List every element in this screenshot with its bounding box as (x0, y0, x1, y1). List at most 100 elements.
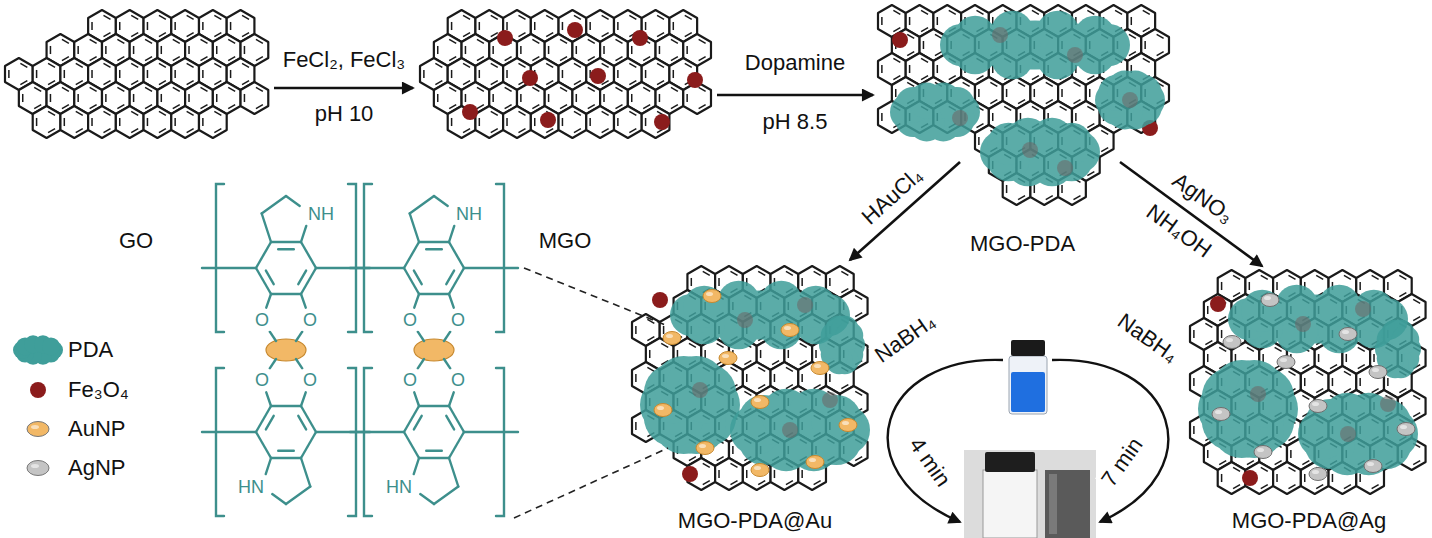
double-bond (1359, 378, 1361, 386)
double-bond (829, 278, 831, 286)
particle-shine (706, 292, 713, 296)
double-bond (774, 470, 776, 478)
double-bond (643, 57, 650, 61)
double-bond (881, 113, 883, 121)
polymer-link (350, 431, 404, 433)
condition-label: NaBH₄ (868, 307, 941, 369)
covered-fe3o4 (1355, 301, 1371, 317)
node-label: MGO-PDA@Au (630, 508, 880, 533)
bond-line (271, 405, 301, 407)
double-bond (491, 15, 498, 19)
double-bond (602, 63, 609, 67)
double-bond (1276, 282, 1278, 290)
double-bond (774, 374, 776, 382)
double-bond (786, 385, 793, 389)
double-bond (1219, 317, 1226, 321)
double-bond (1413, 413, 1420, 417)
double-bond (602, 129, 609, 133)
double-bond (451, 70, 453, 78)
double-bond (1143, 28, 1150, 32)
double-bond (588, 105, 595, 109)
double-bond (671, 57, 678, 61)
double-bond (62, 87, 69, 91)
double-bond (506, 22, 508, 30)
covered-fe3o4 (1250, 386, 1266, 402)
double-bond (200, 105, 207, 109)
double-bond (449, 39, 456, 43)
pda-coating (1298, 393, 1418, 475)
silver-nanoparticle (1277, 356, 1295, 369)
particle-body (1397, 423, 1415, 436)
double-bond (935, 34, 942, 38)
bond-line (449, 242, 464, 268)
double-bond (976, 76, 983, 80)
cloud-lobe (1392, 326, 1420, 354)
double-bond (909, 17, 911, 25)
double-bond (689, 343, 696, 347)
double-bond (937, 17, 939, 25)
double-bond (91, 70, 93, 78)
zoom-line (524, 268, 668, 326)
double-bond (881, 17, 883, 25)
gold-nanoparticle (266, 339, 306, 361)
double-bond (758, 367, 765, 371)
particle-shine (754, 398, 761, 402)
double-bond (673, 22, 675, 30)
double-bond (173, 39, 180, 43)
double-bond (717, 457, 724, 461)
double-bond (491, 129, 498, 133)
repeat-bracket (348, 368, 356, 516)
double-bond (214, 15, 221, 19)
covered-fe3o4 (1122, 92, 1138, 108)
magnet-shine (1049, 474, 1057, 534)
double-bond (588, 57, 595, 61)
vial-photo-clear (964, 450, 1096, 538)
double-bond (659, 46, 661, 54)
bond-line (286, 487, 310, 505)
bond-line (419, 293, 449, 295)
particle-shine (1280, 358, 1287, 362)
double-bond (131, 129, 138, 133)
double-bond (449, 105, 456, 109)
double-bond (562, 70, 564, 78)
double-bond (1387, 378, 1389, 386)
hexagon-ring (1218, 462, 1246, 494)
double-bond (230, 22, 232, 30)
double-bond (657, 63, 664, 67)
double-bond (437, 94, 439, 102)
atom-label: NH (306, 203, 336, 224)
covered-fe3o4-group (952, 27, 1138, 176)
double-bond (20, 81, 27, 85)
bond-line (256, 268, 271, 294)
double-bond (801, 278, 803, 286)
silver-nanoparticle (1261, 294, 1279, 307)
double-bond (105, 46, 107, 54)
photo-ground (964, 450, 1096, 538)
double-bond (214, 63, 221, 67)
double-bond (187, 129, 194, 133)
double-bond (520, 46, 522, 54)
double-bond (772, 361, 779, 365)
silver-nanoparticle (1397, 423, 1415, 436)
double-bond (1304, 378, 1306, 386)
double-bond (131, 81, 138, 85)
double-bond (479, 118, 481, 126)
swatch-particle (27, 422, 49, 437)
particle-body (806, 456, 824, 469)
coordination-bond (296, 332, 302, 341)
gold-nanoparticle (719, 352, 737, 365)
double-bond (1034, 89, 1036, 97)
double-bond (228, 39, 235, 43)
double-bond (1129, 52, 1136, 56)
double-bond (426, 248, 442, 250)
double-bond (1034, 185, 1036, 193)
double-bond (1193, 330, 1195, 338)
double-bond (532, 39, 539, 43)
double-bond (50, 94, 52, 102)
double-bond (732, 446, 734, 454)
double-bond (1004, 106, 1011, 110)
silver-nanoparticle (1212, 408, 1230, 421)
particle-body (1339, 328, 1357, 341)
double-bond (1288, 485, 1295, 489)
double-bond (1399, 389, 1406, 393)
